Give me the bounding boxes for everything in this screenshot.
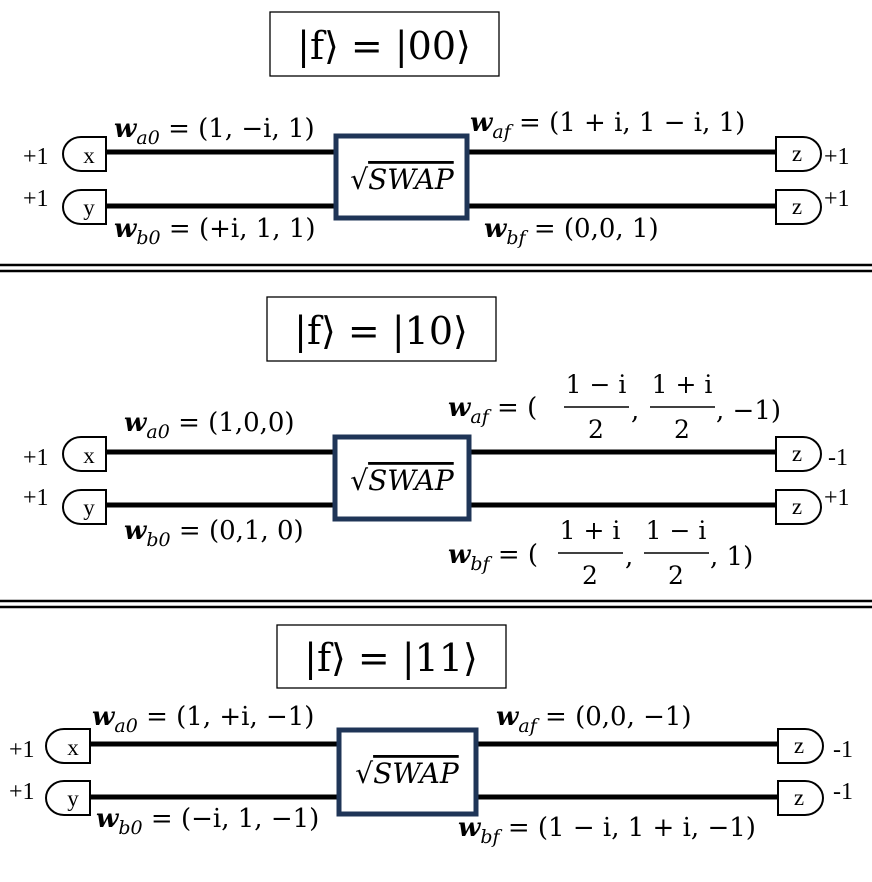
input-x-label: x: [83, 143, 95, 168]
output-z-label-b: z: [792, 194, 802, 219]
output-sign-b: +1: [824, 186, 850, 212]
weight-b0: wb0 = (−i, 1, −1): [96, 804, 319, 839]
sqrt-swap-gate: [336, 727, 479, 817]
fraction-numerator: 1 + i: [652, 370, 713, 399]
weight-af: waf = (0,0, −1): [496, 702, 692, 737]
output-z-detector-a: [777, 728, 824, 764]
output-sign-a: +1: [824, 144, 850, 170]
output-sign-b: +1: [824, 485, 850, 511]
input-y-detector: [62, 489, 107, 525]
gate-label: √SWAP: [350, 163, 455, 196]
gate-label: √SWAP: [350, 464, 455, 497]
input-sign-a: +1: [23, 445, 49, 471]
input-sign-b: +1: [23, 485, 49, 511]
input-sign-b: +1: [23, 186, 49, 212]
weight-af-prefix: waf = (: [448, 393, 537, 428]
comma: ,: [625, 542, 633, 572]
input-x-label: x: [83, 443, 95, 468]
input-y-label: y: [67, 786, 79, 811]
output-z-label-b: z: [794, 785, 804, 810]
input-y-detector: [62, 189, 107, 225]
input-sign-a: +1: [9, 737, 35, 763]
fraction-denominator: 2: [668, 561, 684, 590]
sqrt-swap-gate: [332, 434, 472, 522]
comma: ,: [631, 396, 639, 426]
fraction-numerator: 1 − i: [646, 516, 707, 545]
output-sign-a: -1: [833, 737, 853, 763]
state-label: |f⟩ = |00⟩: [297, 24, 471, 68]
weight-a0: wa0 = (1, −i, 1): [114, 114, 315, 149]
weight-bf-suffix: , 1): [710, 542, 753, 572]
state-box: [276, 624, 507, 689]
output-z-label-a: z: [792, 141, 802, 166]
panel-11: |f⟩ = |11⟩ √SWAP x y +1 +1 z z -1 -1 wa0…: [9, 624, 853, 848]
fraction-numerator: 1 − i: [566, 370, 627, 399]
output-z-detector-a: [775, 436, 822, 472]
input-x-detector: [45, 728, 91, 764]
output-z-detector-b: [775, 189, 822, 225]
input-sign-a: +1: [23, 144, 49, 170]
input-x-label: x: [67, 735, 79, 760]
weight-bf: wbf = ( 1 + i 2 , 1 − i 2 , 1): [448, 516, 753, 590]
weight-af: waf = (1 + i, 1 − i, 1): [470, 108, 745, 143]
weight-a0: wa0 = (1, +i, −1): [92, 702, 314, 737]
weight-af: waf = ( 1 − i 2 , 1 + i 2 , −1): [448, 370, 781, 444]
output-z-detector-b: [775, 489, 822, 525]
input-sign-b: +1: [9, 779, 35, 805]
weight-a0: wa0 = (1,0,0): [124, 408, 295, 443]
weight-af-suffix: , −1): [716, 396, 781, 426]
gate-label: √SWAP: [355, 757, 460, 790]
panel-00: |f⟩ = |00⟩ √SWAP x y +1 +1 z z +1 +1 wa0…: [23, 11, 850, 249]
weight-bf-prefix: wbf = (: [448, 540, 538, 575]
state-box: [266, 296, 497, 362]
panel-10: |f⟩ = |10⟩ √SWAP x y +1 +1 z z -1 +1 wa0…: [23, 296, 850, 590]
output-sign-b: -1: [833, 779, 853, 805]
state-label: |f⟩ = |11⟩: [304, 636, 478, 680]
output-z-detector-a: [775, 136, 822, 172]
state-label: |f⟩ = |10⟩: [294, 309, 468, 353]
output-z-label-a: z: [792, 441, 802, 466]
output-sign-a: -1: [828, 445, 848, 471]
fraction-denominator: 2: [582, 561, 598, 590]
fraction-denominator: 2: [588, 415, 604, 444]
state-box: [269, 11, 500, 77]
weight-bf: wbf = (0,0, 1): [484, 214, 659, 249]
weight-b0: wb0 = (0,1, 0): [124, 516, 304, 551]
input-x-detector: [62, 136, 107, 172]
fraction-numerator: 1 + i: [560, 516, 621, 545]
output-z-label-a: z: [794, 733, 804, 758]
input-y-detector: [45, 780, 91, 816]
sqrt-swap-gate: [333, 133, 470, 221]
fraction-denominator: 2: [674, 415, 690, 444]
weight-bf: wbf = (1 − i, 1 + i, −1): [458, 813, 756, 848]
output-z-detector-b: [777, 780, 824, 816]
input-y-label: y: [83, 495, 95, 520]
weight-b0: wb0 = (+i, 1, 1): [114, 214, 316, 249]
output-z-label-b: z: [792, 494, 802, 519]
input-y-label: y: [83, 195, 95, 220]
input-x-detector: [62, 436, 107, 472]
